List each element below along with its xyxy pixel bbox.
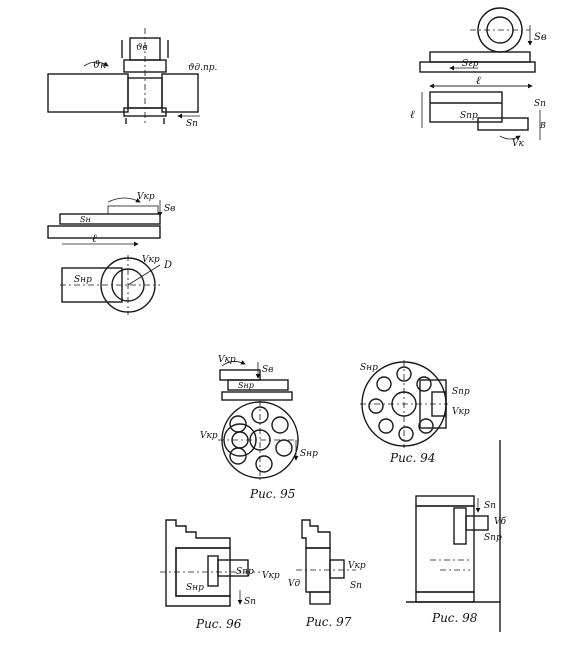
label-98-snp: Sпр xyxy=(484,533,502,543)
label-94-vkp: Vкр xyxy=(452,407,470,417)
fig-97: Vкр Sп Vд Рис. 97 xyxy=(288,519,366,629)
label-sgp: Sгр xyxy=(462,59,479,69)
label-96-snp2: Sнр xyxy=(186,583,204,593)
label-vk-right: Vк xyxy=(512,139,524,149)
label-vb: ϑв xyxy=(136,43,148,53)
label-sp: Sп xyxy=(186,119,198,129)
label-snp: Sпр xyxy=(460,111,478,121)
label-sn-mid: Sн xyxy=(80,215,91,224)
grinding-wheel-left xyxy=(47,73,129,113)
label-96-vkp: Vкр xyxy=(262,571,280,581)
label-sv-mid: Sв xyxy=(164,204,175,214)
grinding-wheel-right xyxy=(161,73,199,113)
label-98-sn: Sп xyxy=(484,501,496,511)
label-vkp-mid: Vкр xyxy=(142,255,160,265)
fig-94: Sнр Sпр Vкр Рис. 94 xyxy=(360,360,470,465)
label-l-mid: ℓ xyxy=(92,232,97,245)
label-95-sv: Sв xyxy=(262,365,273,375)
label-97-vb: Vд xyxy=(288,579,300,589)
label-sv: Sв xyxy=(534,32,547,43)
label-97-vkp: Vкр xyxy=(348,561,366,571)
fig-98-workpiece xyxy=(415,505,475,593)
fig-95: Vкр Sв Sнр Vкр Sнр Рис. 95 xyxy=(200,355,318,501)
label-vkp-top: Vкр xyxy=(137,192,155,202)
caption-97: Рис. 97 xyxy=(305,615,352,629)
label-96-sn: Sп xyxy=(244,597,256,607)
caption-94: Рис. 94 xyxy=(389,451,435,465)
label-snp-mid: Sнр xyxy=(74,275,92,285)
label-95-vkp: Vкр xyxy=(218,355,236,365)
fig-mid-left: Vкр Sв Sн ℓ Sнр Vкр D xyxy=(47,192,175,315)
label-sn: Sп xyxy=(534,99,546,109)
label-d: D xyxy=(163,260,172,271)
label-95-vkp2: Vкр xyxy=(200,431,218,441)
label-95-snp: Sнр xyxy=(238,381,254,390)
fig-top-right: Sв Sгр ℓ Sпр ℓ Sп B Vк xyxy=(410,7,547,149)
fig-98: Sп Vб Sпр Рис. 98 xyxy=(406,440,506,632)
caption-95: Рис. 95 xyxy=(249,487,295,501)
label-b: B xyxy=(539,121,546,130)
label-96-snp: Sпр xyxy=(236,567,254,577)
caption-98: Рис. 98 xyxy=(431,611,478,625)
fig-96: Sпр Vкр Sнр Sп Рис. 96 xyxy=(160,519,280,631)
label-95-snp2: Sнр xyxy=(300,449,318,459)
fig-top-left: ϑк ϑв ϑд.пр. Sп xyxy=(47,28,218,129)
label-l: ℓ xyxy=(476,74,481,87)
label-94-snp2: Sпр xyxy=(452,387,470,397)
label-vdpr: ϑд.пр. xyxy=(188,63,218,73)
label-94-snp: Sнр xyxy=(360,363,378,373)
caption-96: Рис. 96 xyxy=(195,617,242,631)
label-vk: ϑк xyxy=(93,60,106,71)
label-ell: ℓ xyxy=(410,108,415,121)
label-97-sn: Sп xyxy=(350,581,362,591)
